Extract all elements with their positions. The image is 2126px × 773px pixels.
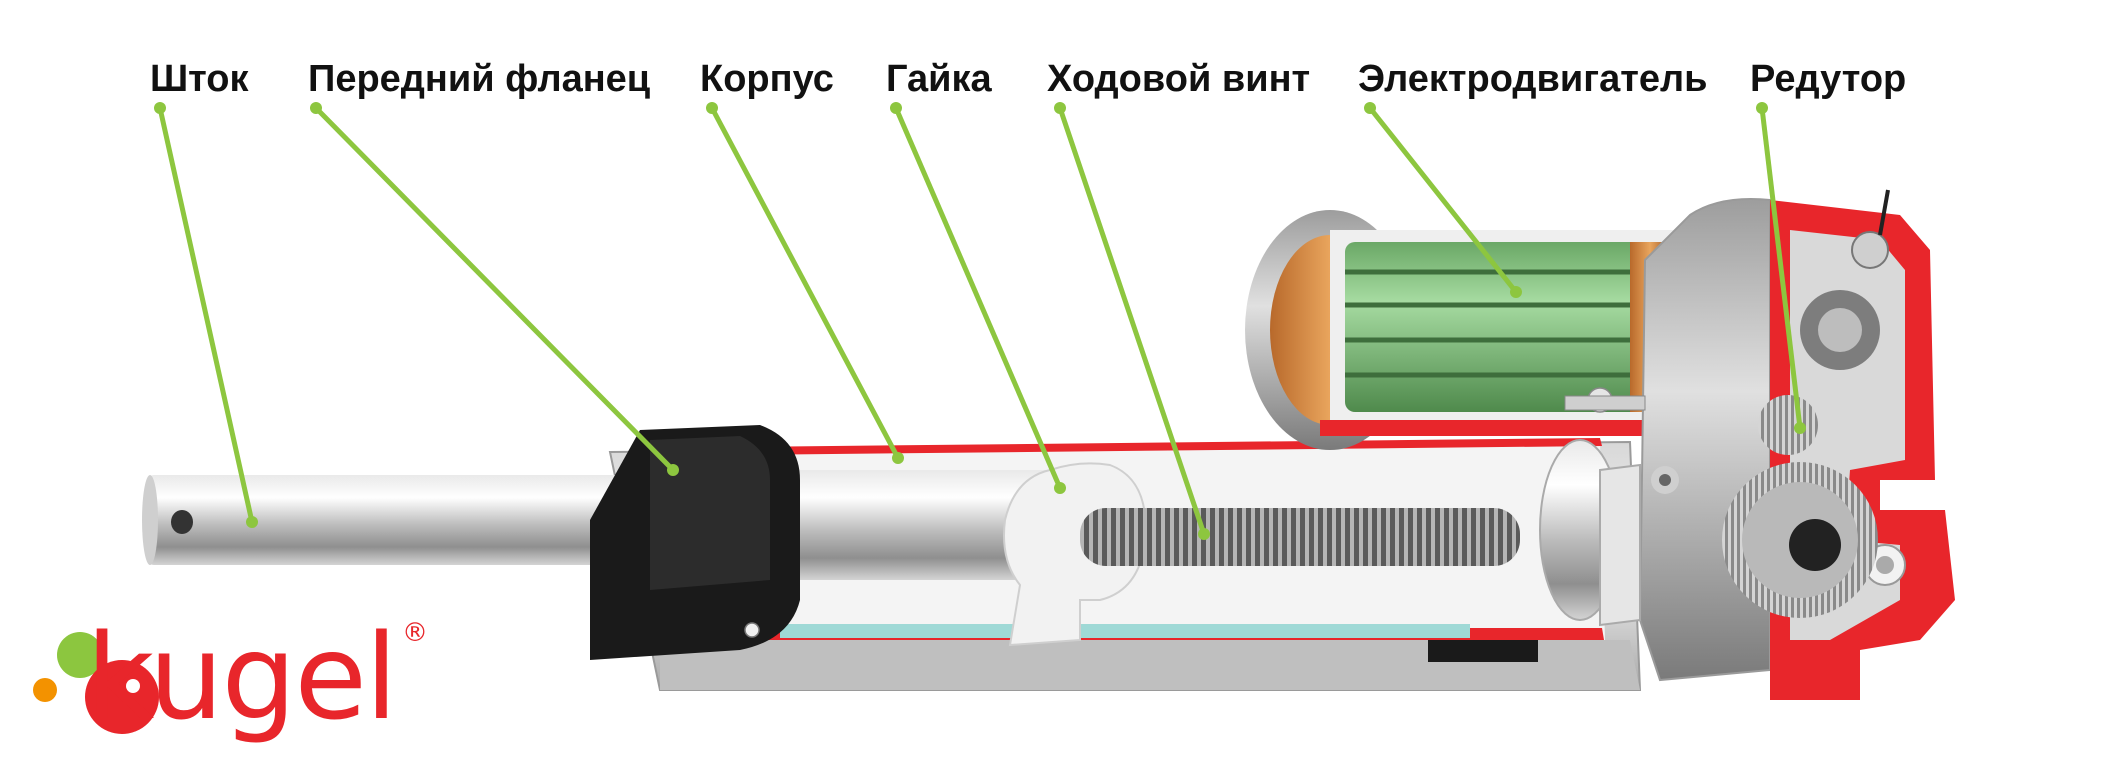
front-flange	[590, 425, 800, 660]
callout-dot-front-flange-end	[667, 464, 679, 476]
callout-line-lead-screw	[1057, 107, 1207, 535]
registered-mark: ®	[402, 618, 428, 648]
callout-line-front-flange	[314, 106, 675, 472]
logo-red-dot-highlight	[126, 679, 140, 693]
callout-lines	[154, 102, 1806, 540]
callout-line-rod	[157, 107, 255, 523]
gearbox-housing	[1539, 189, 1955, 700]
label-front-flange: Передний фланец	[308, 58, 651, 100]
callout-line-motor	[1368, 106, 1518, 294]
label-lead-screw: Ходовой винт	[1047, 58, 1311, 100]
callout-dot-housing-end	[892, 452, 904, 464]
callout-dot-gearbox-end	[1794, 422, 1806, 434]
callout-dot-gearbox-top	[1756, 102, 1768, 114]
callout-dot-lead-screw-end	[1198, 528, 1210, 540]
label-nut: Гайка	[886, 58, 992, 100]
callout-dot-front-flange-top	[310, 102, 322, 114]
label-rod: Шток	[150, 58, 249, 100]
logo-wordmark: kugel	[86, 608, 398, 746]
callout-line-nut	[893, 107, 1063, 489]
lead-screw	[1080, 508, 1520, 566]
callout-dot-motor-top	[1364, 102, 1376, 114]
callout-dot-nut-top	[890, 102, 902, 114]
callout-dot-motor-end	[1510, 286, 1522, 298]
logo-orange-dot	[33, 678, 57, 702]
callout-line-gearbox	[1759, 107, 1803, 429]
logo-green-dot	[57, 632, 103, 678]
callout-dot-nut-end	[1054, 482, 1066, 494]
callout-dot-housing-top	[706, 102, 718, 114]
label-gearbox: Редутор	[1750, 58, 1907, 100]
label-motor: Электродвигатель	[1358, 58, 1708, 100]
callout-dot-rod-end	[246, 516, 258, 528]
logo-mark	[33, 632, 159, 734]
mounting-screws	[744, 387, 1646, 662]
electric-motor	[1245, 210, 1700, 450]
callout-dot-rod-top	[154, 102, 166, 114]
logo-red-dot	[85, 660, 159, 734]
callout-line-housing	[709, 106, 901, 460]
callout-dot-lead-screw-top	[1054, 102, 1066, 114]
label-housing: Корпус	[700, 58, 834, 100]
